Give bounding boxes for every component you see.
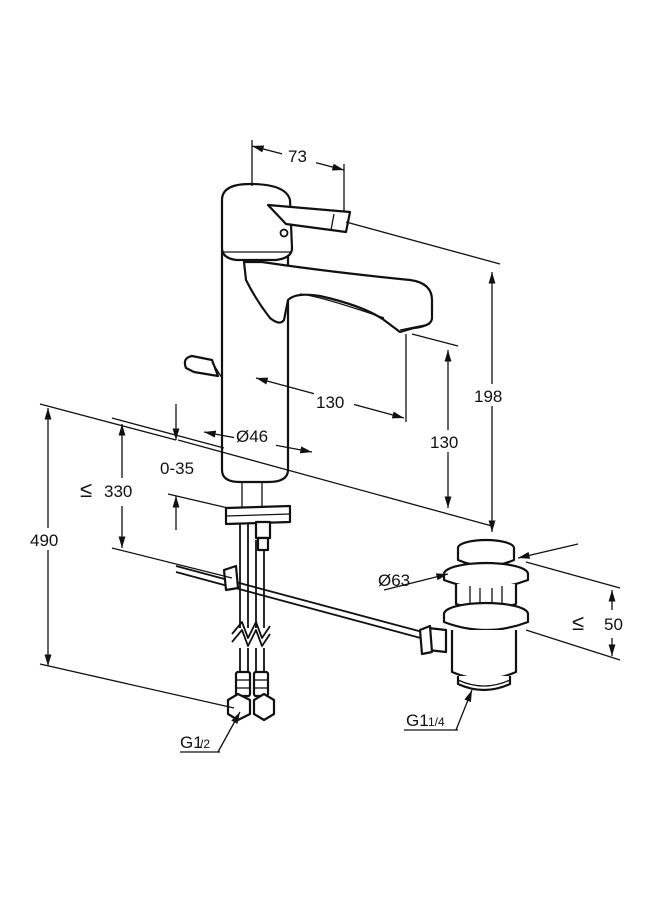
label-spout-height: 130: [430, 433, 458, 452]
dim-lever-reach: 73: [251, 140, 345, 212]
label-deck-thickness: 0-35: [160, 459, 194, 478]
label-waste-height: 50: [604, 615, 623, 634]
dim-waste-height: ≤ 50: [525, 561, 632, 661]
popup-knob: [183, 354, 223, 379]
dim-waste-thread: G1 1/4: [404, 689, 473, 731]
dim-supply-thread: G1 /2: [180, 711, 241, 753]
waste-valve: [418, 538, 530, 692]
label-body-diameter: Ø46: [236, 427, 268, 446]
dim-total-height: 198: [345, 221, 514, 532]
dim-spout-height: 130: [411, 333, 470, 508]
deck-fixing: [224, 482, 292, 552]
spout: [242, 260, 434, 334]
label-waste-height-prefix: ≤: [572, 610, 584, 635]
label-spout-reach: 130: [316, 393, 344, 412]
label-waste-thread-sub: 1/4: [428, 715, 445, 729]
dim-supply-length: ≤ 330: [80, 417, 233, 579]
dim-body-diameter: Ø46: [203, 424, 313, 454]
label-supply-thread-sub: /2: [200, 737, 210, 751]
dim-overall-length: 490: [30, 403, 493, 709]
label-supply-length-prefix: ≤: [80, 477, 92, 502]
label-total-height: 198: [474, 387, 502, 406]
dim-waste-diameter: Ø63: [378, 571, 449, 591]
plug-pointer: [517, 543, 579, 559]
dim-spout-reach: 130: [255, 334, 407, 422]
label-overall-length: 490: [30, 531, 58, 550]
label-waste-thread-main: G1: [406, 711, 429, 730]
dim-deck-thickness: 0-35: [160, 404, 229, 530]
label-lever-reach: 73: [288, 147, 307, 166]
supply-hoses: [226, 524, 276, 722]
lever-handle: [266, 203, 352, 234]
label-waste-diameter: Ø63: [378, 571, 410, 590]
label-supply-thread-main: G1: [180, 733, 203, 752]
label-supply-length: 330: [104, 482, 132, 501]
